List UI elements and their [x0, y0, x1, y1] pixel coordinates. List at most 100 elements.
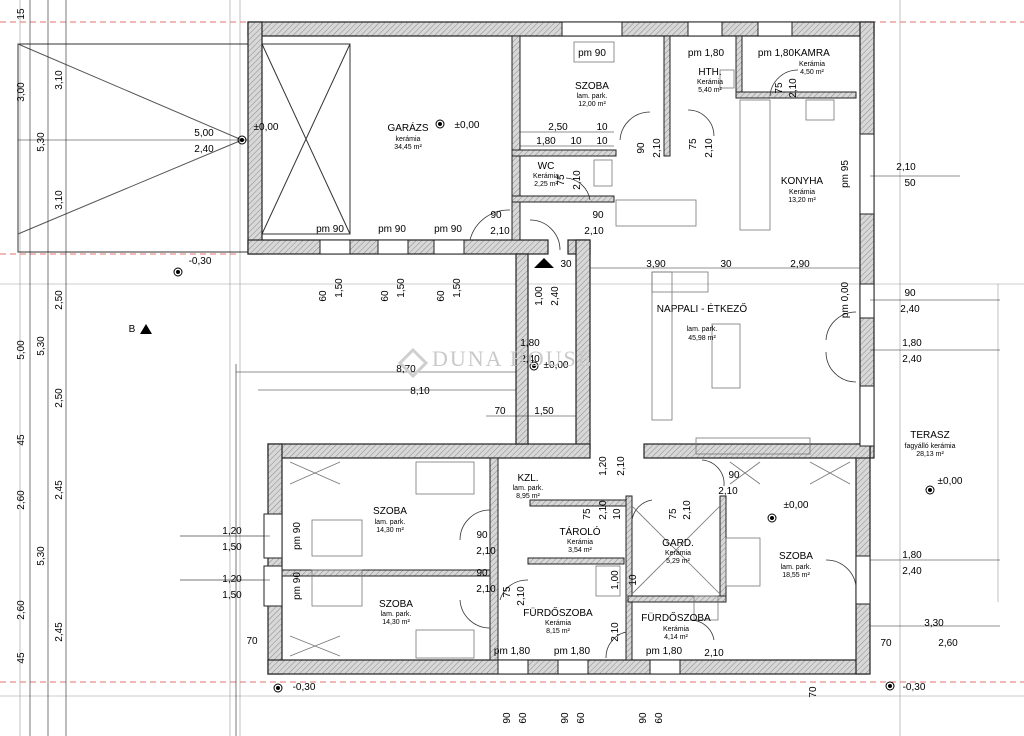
dim-label: 30: [720, 259, 732, 270]
dim-label: 2,40: [902, 566, 922, 577]
room-name: TERASZ: [910, 430, 949, 441]
dim-label: 90: [638, 712, 649, 724]
dim-label: pm 90: [292, 572, 303, 600]
room-name: SZOBA: [379, 599, 413, 610]
room-name: TÁROLÓ: [559, 525, 600, 538]
dim-label: 2,60: [16, 600, 27, 620]
vertical-dimension-labels: 3,10 3,00 5,30 3,10 2,50 5,00 5,30 2,50 …: [16, 8, 851, 724]
room-floor: Kerámia: [567, 539, 593, 546]
dim-label: 2,10: [584, 226, 604, 237]
dim-label: ±0,00: [254, 122, 279, 133]
dim-label: 90: [636, 142, 647, 154]
watermark: DUNA HOUSE: [432, 346, 594, 371]
dim-label: 2,10: [704, 648, 724, 659]
dim-label: 1,20: [222, 574, 242, 585]
dim-label: 45: [16, 434, 27, 446]
room-area: 4,50 m²: [800, 69, 824, 76]
dim-label: 2,10: [490, 226, 510, 237]
dim-label: 2,10: [516, 586, 527, 606]
dim-label: 2,40: [194, 144, 214, 155]
dim-label: 1,80: [902, 338, 922, 349]
dim-label: 30: [560, 259, 572, 270]
dim-label: pm 1,80: [554, 646, 591, 657]
room-name: SZOBA: [779, 551, 813, 562]
room-labels: GARÁZS kerámia 34,45 m² SZOBA lam. park.…: [373, 48, 956, 641]
section-marker-icon: [140, 324, 152, 334]
dim-label: 5,30: [36, 132, 47, 152]
dim-label: pm 95: [840, 160, 851, 188]
dim-label: 2,10: [476, 584, 496, 595]
room-floor: lam. park.: [781, 564, 812, 571]
room-name: FÜRDŐSZOBA: [641, 610, 711, 624]
room-name: WC: [538, 161, 555, 172]
dim-label: 15: [16, 8, 27, 20]
dim-label: 60: [436, 290, 447, 302]
dim-label: 2,10: [788, 78, 799, 98]
dim-label: 2,90: [790, 259, 810, 270]
dim-label: ±0,00: [544, 360, 569, 371]
room-name: SZOBA: [373, 506, 407, 517]
dim-label: 75: [668, 508, 679, 520]
furniture: [289, 41, 851, 659]
dim-label: 75: [774, 82, 785, 94]
dim-label: -0,30: [189, 256, 212, 267]
room-area: 14,30 m²: [382, 619, 410, 626]
room-name: HTH.: [698, 67, 721, 78]
dim-label: 60: [576, 712, 587, 724]
windows: [263, 21, 875, 675]
room-name: NAPPALI - ÉTKEZŐ: [657, 301, 748, 315]
room-floor: lam. park.: [375, 519, 406, 526]
dim-label: 90: [592, 210, 604, 221]
dim-label: 2,10: [718, 486, 738, 497]
room-floor: Kerámia: [663, 626, 689, 633]
dim-label: 2,50: [548, 122, 568, 133]
dim-label: 3,10: [54, 70, 65, 90]
dim-label: ±0,00: [784, 500, 809, 511]
dim-label: pm 1,80: [646, 646, 683, 657]
interior-walls: [281, 35, 857, 661]
room-floor: lam. park.: [687, 326, 718, 333]
dim-label: 50: [904, 178, 916, 189]
dim-label: 2,40: [900, 304, 920, 315]
room-floor: Kerámia: [533, 173, 559, 180]
room-floor: Kerámia: [665, 550, 691, 557]
dim-label: 8,10: [410, 386, 430, 397]
dim-label: 10: [570, 136, 582, 147]
dim-label: 2,10: [896, 162, 916, 173]
dim-label: 2,40: [550, 286, 561, 306]
dim-label: 70: [494, 406, 506, 417]
room-area: 13,20 m²: [788, 197, 816, 204]
dim-label: pm 90: [378, 224, 406, 235]
dim-label: 3,10: [54, 190, 65, 210]
room-floor: Kerámia: [545, 620, 571, 627]
dim-label: 1,80: [902, 550, 922, 561]
room-floor: lam. park.: [381, 611, 412, 618]
dim-label: 90: [476, 530, 488, 541]
room-name: KZL.: [517, 473, 538, 484]
dim-label: 1,00: [534, 286, 545, 306]
dim-label: 1,80: [520, 338, 540, 349]
dim-label: 5,00: [194, 128, 214, 139]
dim-label: 60: [518, 712, 529, 724]
dim-label: 1,50: [534, 406, 554, 417]
dim-label: 2,10: [652, 138, 663, 158]
entrance-arrow-icon: [534, 258, 554, 268]
room-name: GARD.: [662, 538, 694, 549]
dim-label: 5,30: [36, 546, 47, 566]
room-area: 5,29 m²: [666, 558, 690, 565]
dim-label: 10: [612, 508, 623, 520]
dim-label: 90: [728, 470, 740, 481]
dim-label: 2,10: [598, 500, 609, 520]
dim-label: 60: [380, 290, 391, 302]
dim-label: 1,20: [222, 526, 242, 537]
room-area: 34,45 m²: [394, 144, 422, 151]
dim-label: 70: [246, 636, 258, 647]
dim-label: 2,50: [54, 388, 65, 408]
dim-label: 70: [880, 638, 892, 649]
dim-label: 60: [318, 290, 329, 302]
room-name: GARÁZS: [387, 121, 428, 134]
room-floor: Kerámia: [697, 79, 723, 86]
dim-label: ±0,00: [455, 120, 480, 131]
dim-label: 10: [628, 574, 639, 586]
dim-label: pm 90: [434, 224, 462, 235]
